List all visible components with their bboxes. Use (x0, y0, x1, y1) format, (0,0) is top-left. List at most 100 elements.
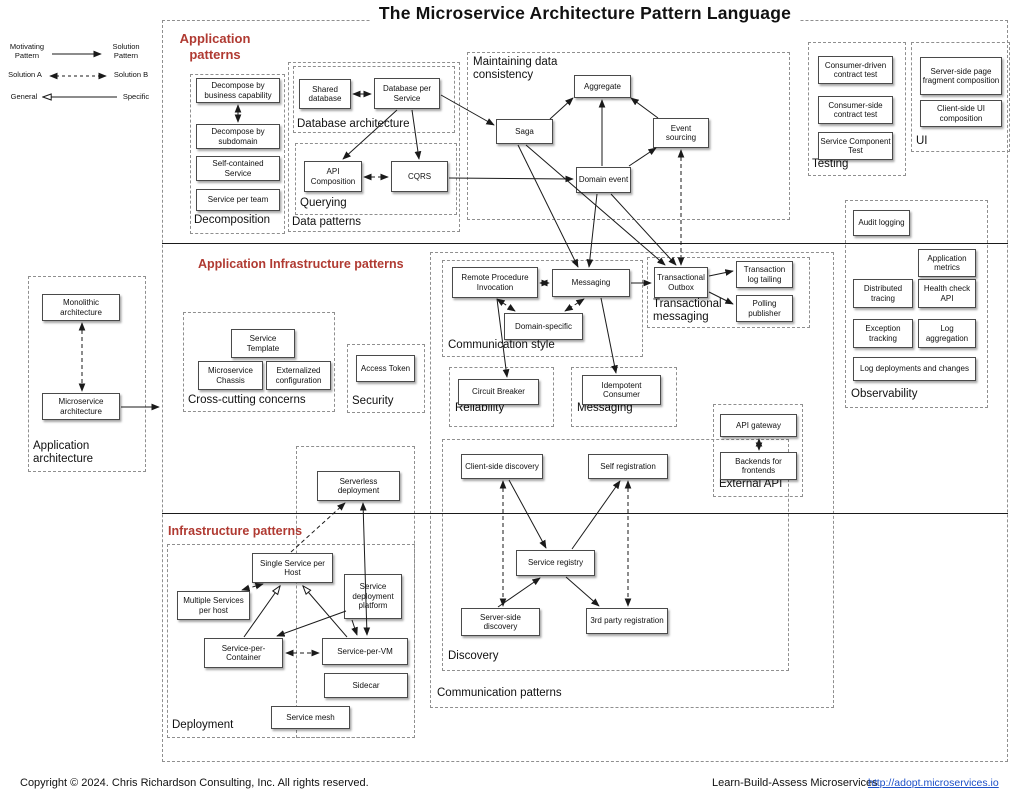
pattern-saga: Saga (496, 119, 553, 144)
group-testing (808, 42, 906, 176)
legend-solution-pattern: Solution Pattern (112, 42, 140, 60)
label-communication-style: Communication style (448, 339, 555, 351)
pattern-decompose-by-subdomain: Decompose by subdomain (196, 124, 280, 149)
pattern-service-mesh: Service mesh (271, 706, 350, 729)
pattern-log-deployments-and-changes: Log deployments and changes (853, 357, 976, 381)
pattern-service-per-container: Service-per-Container (204, 638, 283, 668)
label-transactional-messaging: Transactional messaging (653, 298, 722, 323)
pattern-shared-database: Shared database (299, 79, 351, 109)
pattern-application-metrics: Application metrics (918, 249, 976, 277)
label-discovery: Discovery (448, 650, 499, 662)
label-reliability: Reliability (455, 402, 505, 414)
label-querying: Querying (300, 197, 347, 209)
divider-infrastructure (162, 513, 1008, 514)
label-deployment: Deployment (172, 719, 234, 731)
label-external-api: External API (719, 478, 783, 490)
group-decomposition (190, 74, 285, 234)
label-cross-cutting-concerns: Cross-cutting concerns (188, 394, 306, 406)
pattern-self-contained-service: Self-contained Service (196, 156, 280, 181)
label-ui: UI (916, 135, 928, 147)
pattern-3rd-party-registration: 3rd party registration (586, 608, 668, 634)
pattern-sidecar: Sidecar (324, 673, 408, 698)
pattern-exception-tracking: Exception tracking (853, 319, 913, 348)
group-observability (845, 200, 988, 408)
pattern-backends-for-frontends: Backends for frontends (720, 452, 797, 480)
pattern-event-sourcing: Event sourcing (653, 118, 709, 148)
label-observability: Observability (851, 388, 918, 400)
divider-application-infrastructure (162, 243, 1008, 244)
pattern-polling-publisher: Polling publisher (736, 295, 793, 322)
footer-copyright: Copyright © 2024. Chris Richardson Consu… (20, 777, 369, 789)
label-database-architecture: Database architecture (297, 118, 410, 130)
pattern-single-service-per-host: Single Service per Host (252, 553, 333, 583)
pattern-transaction-log-tailing: Transaction log tailing (736, 261, 793, 288)
heading-infrastructure-patterns: Infrastructure patterns (168, 524, 303, 538)
pattern-service-component-test: Service Component Test (818, 132, 893, 160)
label-messaging: Messaging (577, 402, 633, 414)
pattern-domain-specific: Domain-specific (504, 313, 583, 340)
pattern-database-per-service: Database per Service (374, 78, 440, 109)
pattern-messaging: Messaging (552, 269, 630, 297)
pattern-health-check-api: Health check API (918, 279, 976, 308)
label-testing: Testing (812, 158, 849, 170)
pattern-service-deployment-platform: Service deployment platform (344, 574, 402, 619)
page-title: The Microservice Architecture Pattern La… (162, 3, 1008, 24)
pattern-audit-logging: Audit logging (853, 210, 910, 236)
pattern-transactional-outbox: Transactional Outbox (654, 267, 708, 298)
pattern-remote-procedure-invocation: Remote Procedure Invocation (452, 267, 538, 298)
group-cross-cutting-concerns (183, 312, 335, 412)
label-security: Security (352, 395, 394, 407)
legend-solution-b: Solution B (113, 70, 149, 79)
pattern-api-gateway: API gateway (720, 414, 797, 437)
pattern-service-registry: Service registry (516, 550, 595, 576)
pattern-self-registration: Self registration (588, 454, 668, 479)
pattern-service-per-vm: Service-per-VM (322, 638, 408, 665)
pattern-circuit-breaker: Circuit Breaker (458, 379, 539, 405)
label-data-patterns: Data patterns (292, 216, 362, 228)
pattern-microservice-architecture: Microservice architecture (42, 393, 120, 420)
pattern-access-token: Access Token (356, 355, 415, 382)
label-maintaining-data-consistency: Maintaining data consistency (473, 56, 558, 81)
group-serverless (296, 446, 415, 738)
label-communication-patterns: Communication patterns (437, 687, 562, 699)
group-discovery (442, 439, 789, 671)
legend-solution-a: Solution A (8, 70, 42, 79)
label-application-architecture: Application architecture (33, 440, 94, 465)
pattern-consumer-driven-contract-test: Consumer-driven contract test (818, 56, 893, 84)
pattern-idempotent-consumer: Idempotent Consumer (582, 375, 661, 405)
pattern-aggregate: Aggregate (574, 75, 631, 98)
footer-link[interactable]: http://adopt.microservices.io (868, 777, 999, 789)
group-data-patterns (288, 62, 460, 232)
heading-app-infrastructure-patterns: Application Infrastructure patterns (198, 257, 404, 271)
pattern-cqrs: CQRS (391, 161, 448, 192)
heading-application-patterns: Application patterns (179, 31, 251, 62)
legend-motivating-pattern: Motivating Pattern (9, 42, 45, 60)
pattern-domain-event: Domain event (576, 167, 631, 193)
group-ui (911, 42, 1010, 152)
pattern-decompose-by-business-capability: Decompose by business capability (196, 78, 280, 103)
footer-tagline: Learn-Build-Assess Microservices (712, 777, 878, 789)
group-security (347, 344, 425, 413)
pattern-client-side-discovery: Client-side discovery (461, 454, 543, 479)
group-transactional-messaging (647, 257, 810, 328)
group-external-api (713, 404, 803, 497)
pattern-multiple-services-per-host: Multiple Services per host (177, 591, 250, 620)
pattern-api-composition: API Composition (304, 161, 362, 192)
pattern-server-side-discovery: Server-side discovery (461, 608, 540, 636)
pattern-microservice-chassis: Microservice Chassis (198, 361, 263, 390)
pattern-serverless-deployment: Serverless deployment (317, 471, 400, 501)
pattern-consumer-side-contract-test: Consumer-side contract test (818, 96, 893, 124)
pattern-client-side-ui-composition: Client-side UI composition (920, 100, 1002, 127)
group-messaging (571, 367, 677, 427)
label-decomposition: Decomposition (194, 214, 271, 226)
legend-specific: Specific (122, 92, 150, 101)
pattern-distributed-tracing: Distributed tracing (853, 279, 913, 308)
pattern-externalized-configuration: Externalized configuration (266, 361, 331, 390)
group-application-architecture (28, 276, 146, 472)
legend-general: General (10, 92, 38, 101)
pattern-monolithic-architecture: Monolithic architecture (42, 294, 120, 321)
pattern-service-per-team: Service per team (196, 189, 280, 211)
pattern-log-aggregation: Log aggregation (918, 319, 976, 348)
pattern-server-side-page-fragment-composition: Server-side page fragment composition (920, 57, 1002, 95)
